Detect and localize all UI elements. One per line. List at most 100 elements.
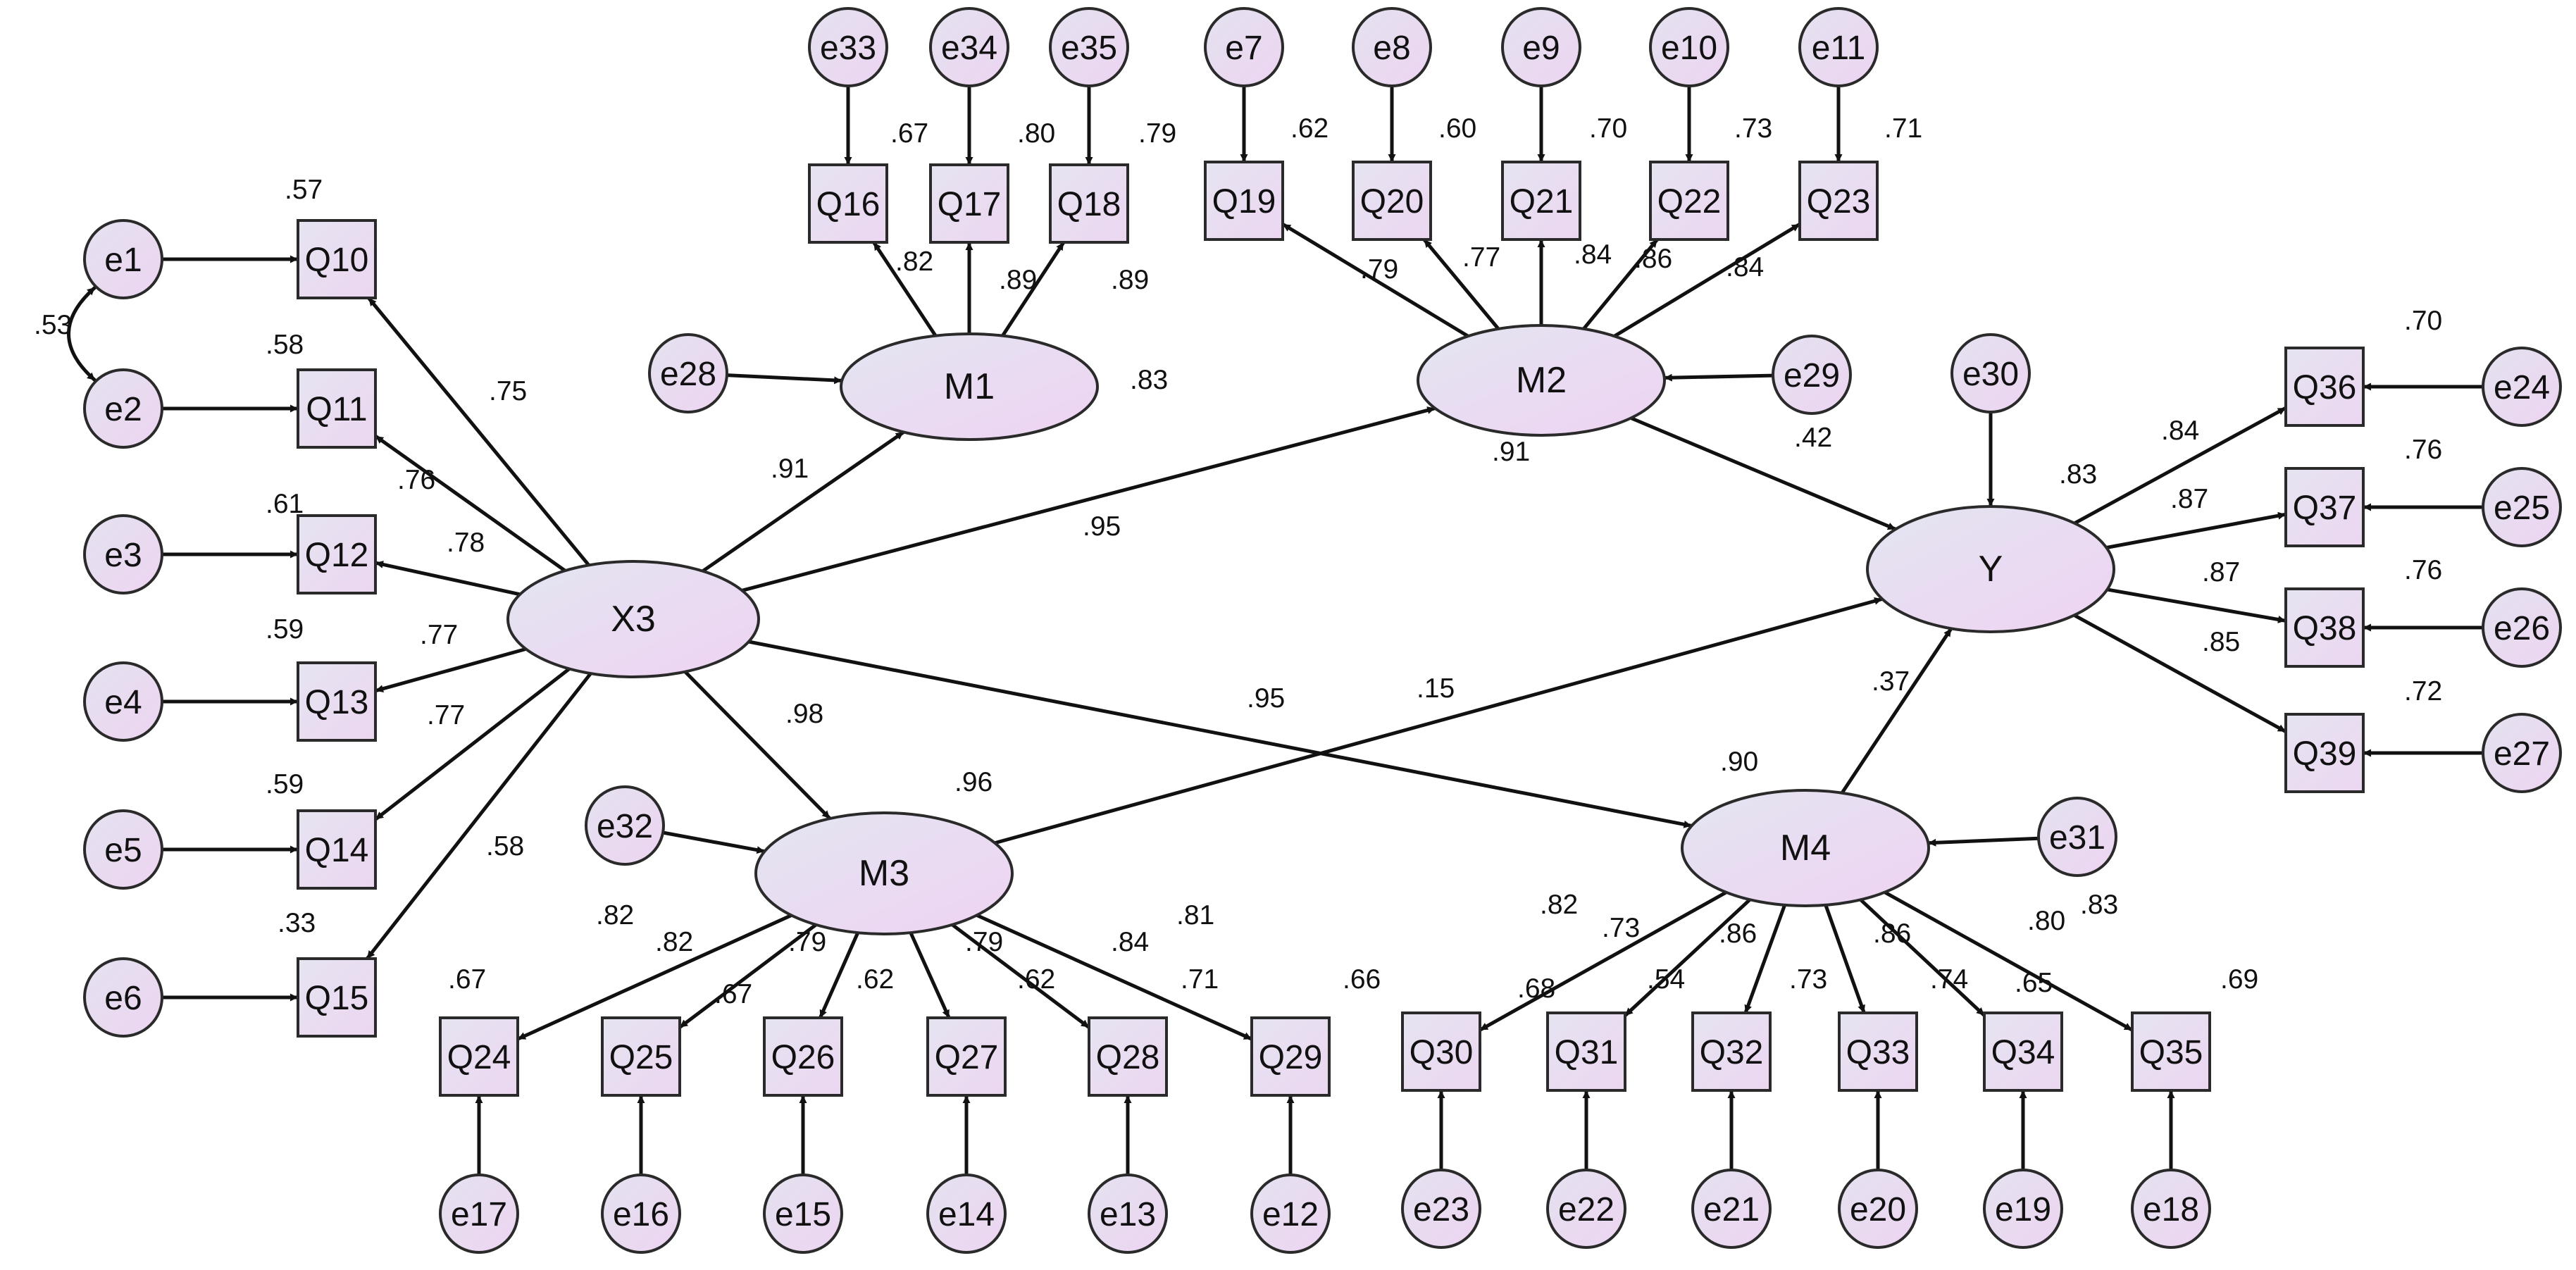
indicator-Q15-box: [297, 957, 377, 1038]
coef-r2-Q28: .71: [1181, 964, 1219, 995]
path-M2-to-Q19: [1281, 223, 1469, 338]
coef-r2-Q36: .70: [2404, 306, 2442, 336]
indicator-Q27-box: [926, 1016, 1007, 1097]
coef-r2-Q30: .68: [1517, 973, 1555, 1004]
coef-loadings-X3_Q12: .78: [447, 528, 485, 558]
coef-loadings-Y_Q38: .87: [2202, 557, 2240, 587]
indicator-Q39-label: Q39: [2293, 735, 2357, 773]
error-e16-circle: [601, 1173, 681, 1254]
coef-r2-Q25: .67: [714, 979, 752, 1009]
latent-Y-label: Y: [1979, 549, 2003, 590]
latent-M4-label: M4: [1780, 828, 1831, 869]
coef-r2-M3: .96: [954, 767, 993, 797]
error-e9-circle: [1501, 7, 1581, 87]
indicator-Q32-box: [1691, 1011, 1772, 1092]
indicator-Q19-box: [1204, 161, 1284, 241]
latent-X3-label: X3: [611, 599, 656, 640]
coef-r2-Q16: .67: [890, 118, 928, 149]
error-e24-label: e24: [2494, 369, 2550, 406]
indicator-Q25-label: Q25: [609, 1039, 673, 1076]
indicator-Q23-label: Q23: [1807, 183, 1871, 220]
coef-r2-Q14: .59: [266, 769, 304, 799]
error-e5-label: e5: [104, 832, 142, 869]
indicator-Q32-label: Q32: [1700, 1034, 1764, 1071]
path-M1-to-Q18: [1001, 241, 1066, 337]
indicator-Q16-box: [808, 163, 888, 244]
coef-loadings-M4_Q35: .83: [2080, 890, 2118, 920]
error-e19-circle: [1983, 1169, 2063, 1249]
indicator-Q15-label: Q15: [305, 980, 369, 1017]
error-e26-label: e26: [2494, 610, 2550, 647]
error-e15-circle: [763, 1173, 843, 1254]
coef-r2-Q29: .66: [1343, 964, 1381, 995]
error-e5-circle: [83, 809, 163, 890]
coef-r2-Q23: .71: [1884, 113, 1922, 144]
error-e27-label: e27: [2494, 735, 2550, 773]
indicator-Q36-label: Q36: [2293, 369, 2357, 406]
path-X3-to-M2: [741, 406, 1436, 592]
error-e25-label: e25: [2494, 490, 2550, 527]
path-Y-to-Q39: [2073, 614, 2287, 733]
coef-loadings-M4_Q31: .73: [1602, 913, 1640, 943]
coef-structural-M2_Y: .42: [1794, 423, 1832, 453]
error-e23-circle: [1401, 1169, 1481, 1249]
latent-M3-label: M3: [859, 853, 909, 894]
latent-M4-ellipse: [1681, 789, 1930, 907]
coef-r2-Q39: .72: [2404, 676, 2442, 706]
error-e11-label: e11: [1812, 30, 1866, 67]
path-M3-to-Q26: [819, 932, 860, 1019]
error-e29-circle: [1772, 335, 1852, 415]
error-e13-label: e13: [1100, 1196, 1156, 1233]
path-Y-to-Q38: [2107, 587, 2286, 623]
coef-loadings-X3_Q13: .77: [420, 620, 458, 650]
indicator-Q20-label: Q20: [1360, 183, 1424, 220]
error-e33-circle: [808, 7, 888, 87]
path-X3-to-Q12: [375, 560, 521, 597]
coef-loadings-M3_Q24: .82: [596, 900, 634, 930]
error-e33-label: e33: [820, 30, 876, 67]
error-e10-label: e10: [1661, 30, 1717, 67]
latent-Y-ellipse: [1866, 505, 2115, 633]
error-e31-circle: [2037, 797, 2117, 877]
coef-loadings-M3_Q27: .79: [965, 927, 1003, 957]
path-X3-to-Q10: [367, 297, 590, 566]
error-e10-circle: [1649, 7, 1729, 87]
coef-loadings-M1_Q18: .89: [1111, 265, 1149, 295]
indicator-Q35-box: [2131, 1011, 2211, 1092]
error-e17-circle: [439, 1173, 519, 1254]
coef-loadings-X3_Q10: .75: [489, 376, 527, 406]
coef-r2-M1: .83: [1130, 365, 1168, 395]
error-e8-circle: [1352, 7, 1432, 87]
indicator-Q14-label: Q14: [305, 832, 369, 869]
indicator-Q29-box: [1250, 1016, 1331, 1097]
error-e6-label: e6: [104, 980, 142, 1017]
indicator-Q12-box: [297, 514, 377, 594]
path-Y-to-Q36: [2074, 406, 2287, 525]
indicator-Q11-label: Q11: [306, 391, 367, 428]
coef-r2-Q37: .76: [2404, 435, 2442, 465]
indicator-Q24-label: Q24: [447, 1039, 511, 1076]
indicator-Q28-label: Q28: [1096, 1039, 1160, 1076]
error-e2-circle: [83, 368, 163, 449]
error-e27-circle: [2482, 713, 2562, 793]
error-e17-label: e17: [451, 1196, 507, 1233]
indicator-Q10-label: Q10: [305, 242, 369, 279]
coef-r2-Q17: .80: [1017, 118, 1055, 149]
coef-r2-Q24: .67: [448, 964, 486, 995]
path-M3-to-Q29: [976, 914, 1253, 1041]
coef-r2-Q22: .73: [1734, 113, 1772, 144]
indicator-Q26-box: [763, 1016, 843, 1097]
coef-structural-X3_M3: .98: [785, 699, 823, 729]
latent-M3-ellipse: [754, 811, 1014, 935]
path-M3-to-Y: [994, 597, 1883, 845]
indicator-Q36-box: [2284, 347, 2365, 427]
error-e1-label: e1: [104, 242, 142, 279]
indicator-Q13-label: Q13: [305, 684, 369, 721]
indicator-Q10-box: [297, 219, 377, 299]
coef-r2-Y: .83: [2059, 459, 2097, 490]
error-e14-label: e14: [938, 1196, 995, 1233]
coef-r2-Q32: .73: [1789, 964, 1827, 995]
error-e34-label: e34: [941, 30, 997, 67]
error-e20-label: e20: [1850, 1191, 1906, 1228]
